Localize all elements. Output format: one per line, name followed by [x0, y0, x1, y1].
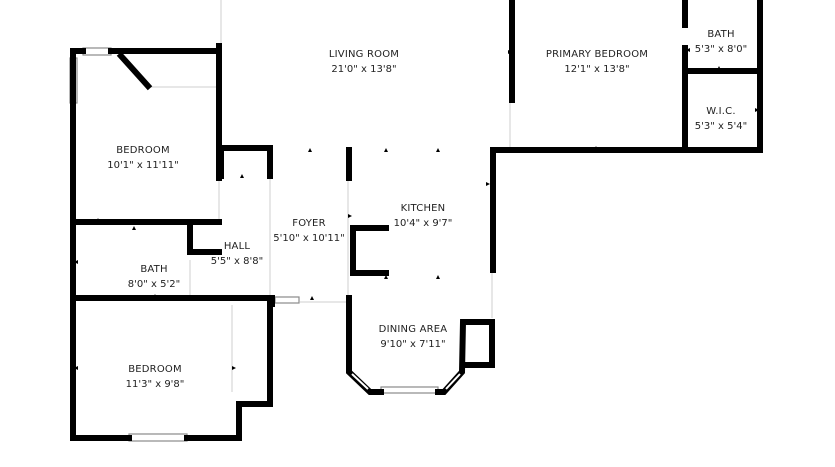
bay-windows — [351, 373, 461, 390]
window — [128, 433, 188, 442]
room-dims: 9'10" x 7'11" — [380, 339, 446, 350]
room-label-living-room: LIVING ROOM 21'0" x 13'8" — [329, 47, 399, 77]
walls — [70, 0, 763, 441]
room-dims: 5'3" x 5'4" — [694, 121, 748, 132]
room-name: LIVING ROOM — [328, 49, 400, 60]
room-label-primary-bedroom: PRIMARY BEDROOM 12'1" x 13'8" — [546, 47, 648, 77]
room-name: DINING AREA — [378, 324, 448, 335]
room-label-foyer: FOYER 5'10" x 10'11" — [273, 216, 345, 246]
room-name: KITCHEN — [400, 203, 446, 214]
room-dims: 10'1" x 11'11" — [107, 160, 179, 171]
room-name: BEDROOM — [116, 145, 170, 156]
window — [380, 386, 439, 394]
room-label-bedroom-lower: BEDROOM 11'3" x 9'8" — [126, 362, 185, 392]
room-name: BATH — [140, 264, 168, 275]
room-dims: 5'10" x 10'11" — [273, 233, 345, 244]
room-name: FOYER — [292, 218, 326, 229]
room-name: HALL — [223, 241, 251, 252]
room-name: PRIMARY BEDROOM — [545, 49, 649, 60]
room-dims: 8'0" x 5'2" — [127, 279, 181, 290]
room-label-wic: W.I.C. 5'3" x 5'4" — [695, 104, 747, 134]
room-name: BEDROOM — [128, 364, 182, 375]
room-label-kitchen: KITCHEN 10'4" x 9'7" — [394, 201, 453, 231]
room-dims: 11'3" x 9'8" — [125, 379, 185, 390]
tick-marks — [74, 48, 759, 370]
room-dims: 21'0" x 13'8" — [331, 64, 397, 75]
room-label-dining-area: DINING AREA 9'10" x 7'11" — [379, 322, 448, 352]
light-lines — [148, 0, 511, 392]
room-label-bath-hall: BATH 8'0" x 5'2" — [128, 262, 180, 292]
room-label-bedroom-upper: BEDROOM 10'1" x 11'11" — [107, 143, 179, 173]
window — [82, 47, 112, 56]
room-dims: 5'3" x 8'0" — [694, 44, 748, 55]
room-name: BATH — [707, 29, 735, 40]
room-name: W.I.C. — [706, 106, 736, 117]
room-dims: 5'5" x 8'8" — [210, 256, 264, 267]
window — [274, 296, 300, 304]
room-dims: 12'1" x 13'8" — [564, 64, 630, 75]
room-label-bath-primary: BATH 5'3" x 8'0" — [695, 27, 747, 57]
room-dims: 10'4" x 9'7" — [393, 218, 453, 229]
room-label-hall: HALL 5'5" x 8'8" — [211, 239, 263, 269]
